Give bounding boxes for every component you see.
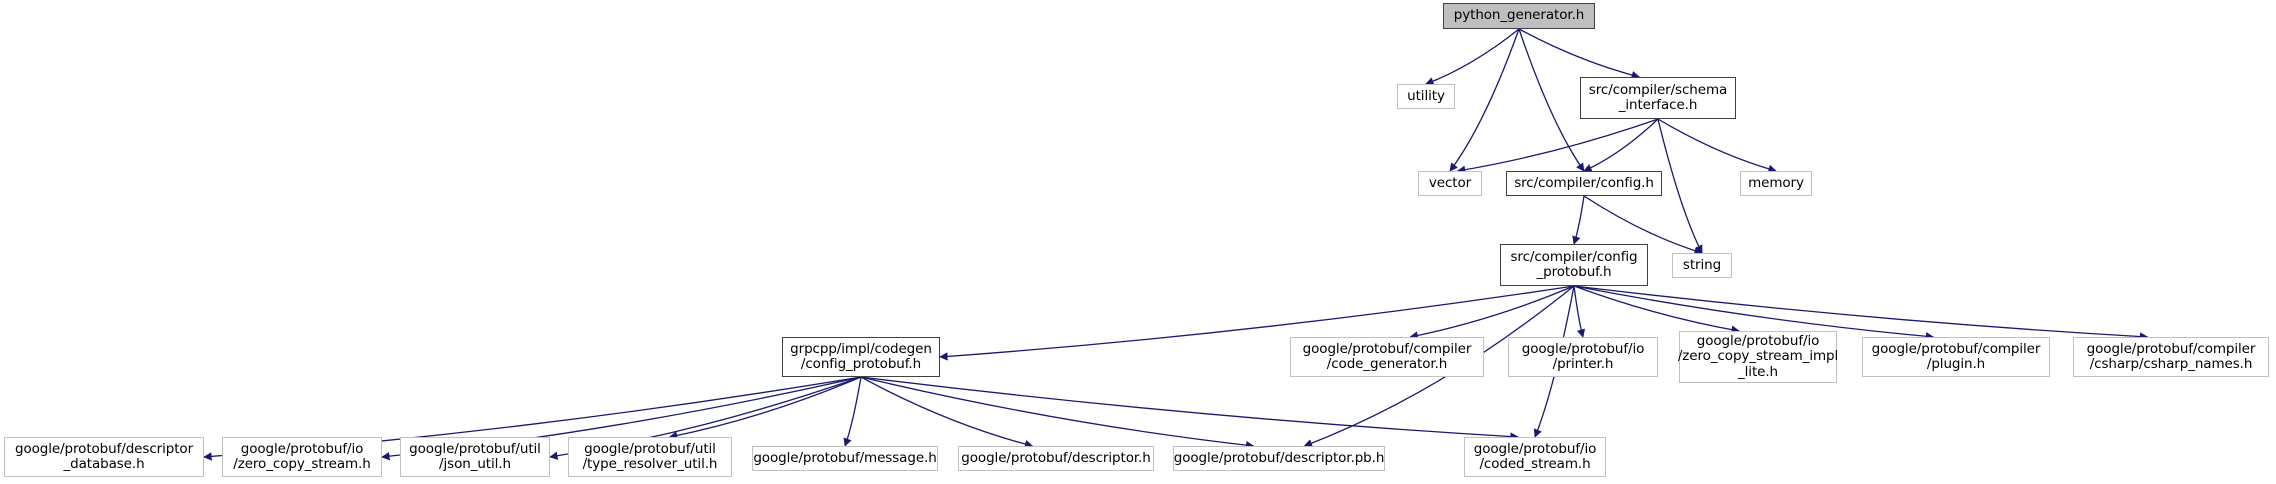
edge-python_generator-to-utility xyxy=(1425,28,1520,86)
edge-config_protobuf-to-pb_printer xyxy=(1573,285,1586,338)
edge-config_protobuf-to-pb_plugin xyxy=(1573,285,1935,341)
graph-node-python_generator[interactable]: python_generator.h xyxy=(1443,3,1595,29)
graph-node-pb_type_resolver_util[interactable]: google/protobuf/util /type_resolver_util… xyxy=(568,437,732,477)
graph-node-memory[interactable]: memory xyxy=(1740,171,1812,196)
edge-config_protobuf-to-grpcpp_config_protobuf xyxy=(939,285,1575,361)
graph-node-vector[interactable]: vector xyxy=(1418,171,1482,196)
graph-node-pb_zero_copy_stream[interactable]: google/protobuf/io /zero_copy_stream.h xyxy=(222,437,382,477)
graph-node-schema_interface[interactable]: src/compiler/schema _interface.h xyxy=(1580,77,1736,119)
graph-node-pb_descriptor_pb[interactable]: google/protobuf/descriptor.pb.h xyxy=(1173,446,1385,471)
edge-grpcpp_config_protobuf-to-pb_descriptor xyxy=(860,376,1034,449)
edge-schema_interface-to-string xyxy=(1657,118,1703,254)
edge-python_generator-to-schema_interface xyxy=(1518,28,1641,80)
edge-grpcpp_config_protobuf-to-pb_coded_stream xyxy=(860,376,1519,441)
graph-node-config_h[interactable]: src/compiler/config.h xyxy=(1506,171,1662,196)
graph-node-pb_descriptor[interactable]: google/protobuf/descriptor.h xyxy=(958,446,1154,471)
edge-grpcpp_config_protobuf-to-pb_descriptor_pb xyxy=(860,376,1255,450)
graph-node-pb_printer[interactable]: google/protobuf/io /printer.h xyxy=(1508,337,1658,377)
graph-node-config_protobuf[interactable]: src/compiler/config _protobuf.h xyxy=(1500,244,1648,286)
edge-config_protobuf-to-pb_code_generator xyxy=(1409,285,1575,340)
edge-grpcpp_config_protobuf-to-pb_type_resolver_util xyxy=(668,376,862,440)
edge-python_generator-to-vector xyxy=(1449,28,1520,172)
graph-node-pb_coded_stream[interactable]: google/protobuf/io /coded_stream.h xyxy=(1464,437,1606,477)
edge-config_protobuf-to-pb_csharp_names xyxy=(1573,285,2149,341)
edge-schema_interface-to-config_h xyxy=(1583,118,1659,172)
graph-node-pb_csharp_names[interactable]: google/protobuf/compiler /csharp/csharp_… xyxy=(2073,337,2269,377)
edge-python_generator-to-config_h xyxy=(1518,28,1585,172)
edge-config_protobuf-to-pb_descriptor_pb xyxy=(1303,285,1575,448)
edge-paths xyxy=(203,28,2149,461)
graph-node-grpcpp_config_protobuf[interactable]: grpcpp/impl/codegen /config_protobuf.h xyxy=(782,337,940,377)
edge-grpcpp_config_protobuf-to-pb_message xyxy=(843,376,862,447)
graph-node-pb_code_generator[interactable]: google/protobuf/compiler /code_generator… xyxy=(1290,337,1484,377)
graph-node-utility[interactable]: utility xyxy=(1397,84,1455,109)
graph-node-pb_message[interactable]: google/protobuf/message.h xyxy=(752,446,938,471)
edge-config_h-to-string xyxy=(1583,195,1703,255)
graph-node-pb_json_util[interactable]: google/protobuf/util /json_util.h xyxy=(400,437,550,477)
graph-node-pb_zero_copy_stream_impl_lite[interactable]: google/protobuf/io /zero_copy_stream_imp… xyxy=(1678,331,1838,383)
edge-config_h-to-config_protobuf xyxy=(1572,195,1585,245)
edge-schema_interface-to-memory xyxy=(1657,118,1777,173)
edge-schema_interface-to-vector xyxy=(1456,118,1659,174)
graph-node-pb_plugin[interactable]: google/protobuf/compiler /plugin.h xyxy=(1862,337,2050,377)
graph-node-pb_descriptor_database[interactable]: google/protobuf/descriptor _database.h xyxy=(4,437,204,477)
graph-node-string[interactable]: string xyxy=(1672,253,1732,278)
edge-config_protobuf-to-pb_zero_copy_stream_impl_lite xyxy=(1573,285,1740,334)
